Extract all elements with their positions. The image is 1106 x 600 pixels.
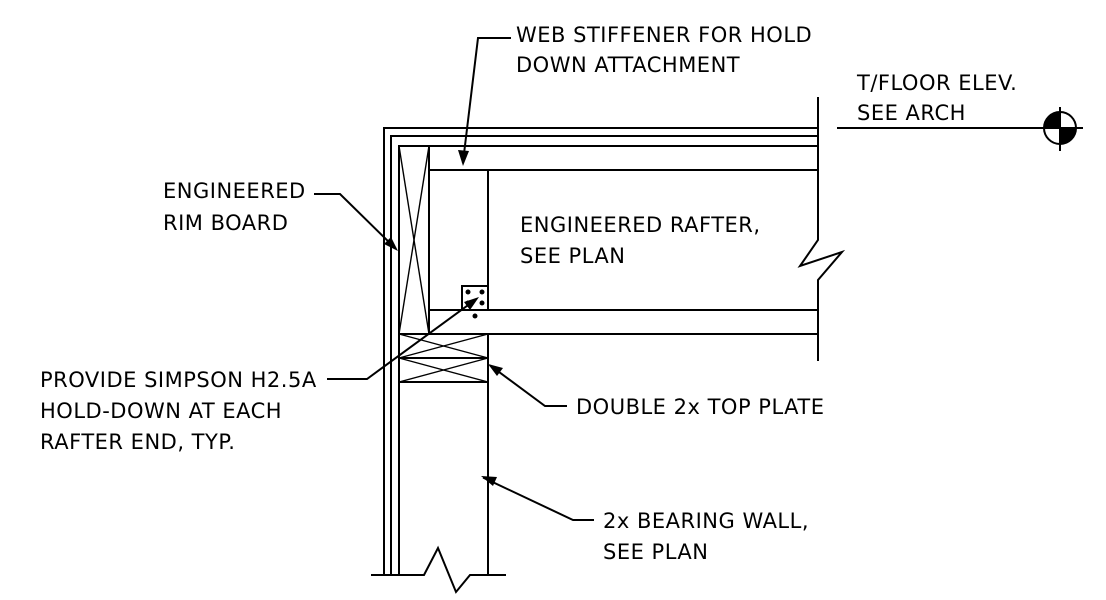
rim-board-note-line-2: RIM BOARD xyxy=(163,211,288,235)
rim-board-note-line-1: ENGINEERED xyxy=(163,179,306,203)
hold-down-note-line-2: HOLD-DOWN AT EACH xyxy=(40,399,282,423)
double-top-plate xyxy=(398,333,489,383)
break-line-icon xyxy=(797,97,846,361)
floor-elev-note-line-1: T/FLOOR ELEV. xyxy=(856,71,1017,95)
bearing-wall-note-line-2: SEE PLAN xyxy=(603,540,708,564)
web-stiffener-note-line-1: WEB STIFFENER FOR HOLD xyxy=(516,23,812,47)
exterior-sheathing xyxy=(383,127,819,576)
bearing-wall-note-line-1: 2x BEARING WALL, xyxy=(603,509,809,533)
hold-down-note-line-1: PROVIDE SIMPSON H2.5A xyxy=(40,368,317,392)
rafter-top-flange xyxy=(428,145,819,171)
rafter-note-line-2: SEE PLAN xyxy=(520,244,625,268)
floor-elev-note-line-2: SEE ARCH xyxy=(857,101,966,125)
web-stiffener-note-line-2: DOWN ATTACHMENT xyxy=(516,53,740,77)
rafter-bottom-flange xyxy=(398,309,819,335)
rim-board xyxy=(398,145,430,335)
elevation-target-icon xyxy=(837,107,1083,151)
leader-lines xyxy=(314,37,594,521)
rafter-note-line-1: ENGINEERED RAFTER, xyxy=(520,213,761,237)
top-plate-note: DOUBLE 2x TOP PLATE xyxy=(576,395,824,419)
hold-down-note-line-3: RAFTER END, TYP. xyxy=(40,430,235,454)
